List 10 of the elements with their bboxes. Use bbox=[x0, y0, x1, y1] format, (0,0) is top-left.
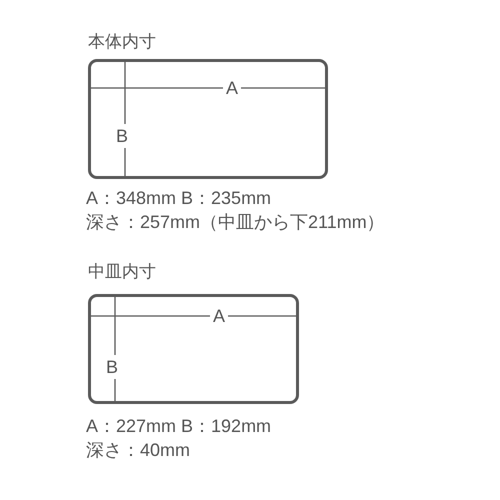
dimension-label: B bbox=[106, 355, 118, 379]
dimension-note: A：348mm B：235mm bbox=[86, 187, 272, 210]
dimension-note: 深さ：257mm（中皿から下211mm） bbox=[86, 211, 385, 234]
heading: 中皿内寸 bbox=[88, 262, 156, 282]
dimension-note: 深さ：40mm bbox=[86, 439, 190, 462]
dimension-label: A bbox=[210, 307, 228, 325]
dimension-note: A：227mm B：192mm bbox=[86, 415, 272, 438]
heading: 本体内寸 bbox=[88, 32, 156, 52]
dimension-label: B bbox=[116, 124, 128, 148]
dimension-label: A bbox=[223, 79, 242, 97]
